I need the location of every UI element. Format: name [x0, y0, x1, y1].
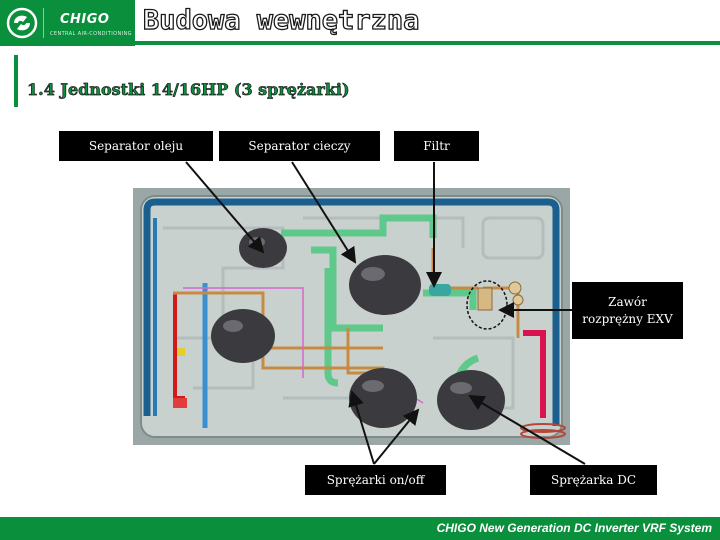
label-compressor-dc: Sprężarka DC: [530, 465, 657, 495]
liquid-separator: [349, 255, 421, 315]
filter-component: [429, 284, 451, 296]
oil-separator: [239, 228, 287, 268]
label-filter: Filtr: [394, 131, 479, 161]
unit-internal-diagram: [133, 188, 570, 445]
label-compressors-onoff: Sprężarki on/off: [305, 465, 446, 495]
compressor-dc: [437, 370, 505, 430]
header: CHIGO CENTRAL AIR-CONDITIONING Budowa we…: [0, 0, 720, 46]
logo-divider: [43, 8, 44, 38]
brand-name: CHIGO: [60, 12, 109, 27]
label-oil-separator: Separator oleju: [59, 131, 213, 161]
chigo-logo-icon: [6, 7, 38, 39]
compressor-onoff-1: [211, 309, 275, 363]
label-expansion-valve: Zawór rozprężny EXV: [572, 282, 683, 339]
section-accent-bar: [14, 55, 18, 107]
page-title: Budowa wewnętrzna: [143, 5, 419, 36]
brand-logo: CHIGO CENTRAL AIR-CONDITIONING: [0, 0, 135, 46]
footer-bar: CHIGO New Generation DC Inverter VRF Sys…: [0, 517, 720, 540]
brand-subtitle: CENTRAL AIR-CONDITIONING: [50, 31, 132, 37]
header-rule: [135, 41, 720, 45]
section-subtitle: 1.4 Jednostki 14/16HP (3 sprężarki): [27, 80, 350, 99]
label-liquid-separator: Separator cieczy: [219, 131, 380, 161]
footer-text: CHIGO New Generation DC Inverter VRF Sys…: [437, 521, 712, 535]
compressor-onoff-2: [349, 368, 417, 428]
